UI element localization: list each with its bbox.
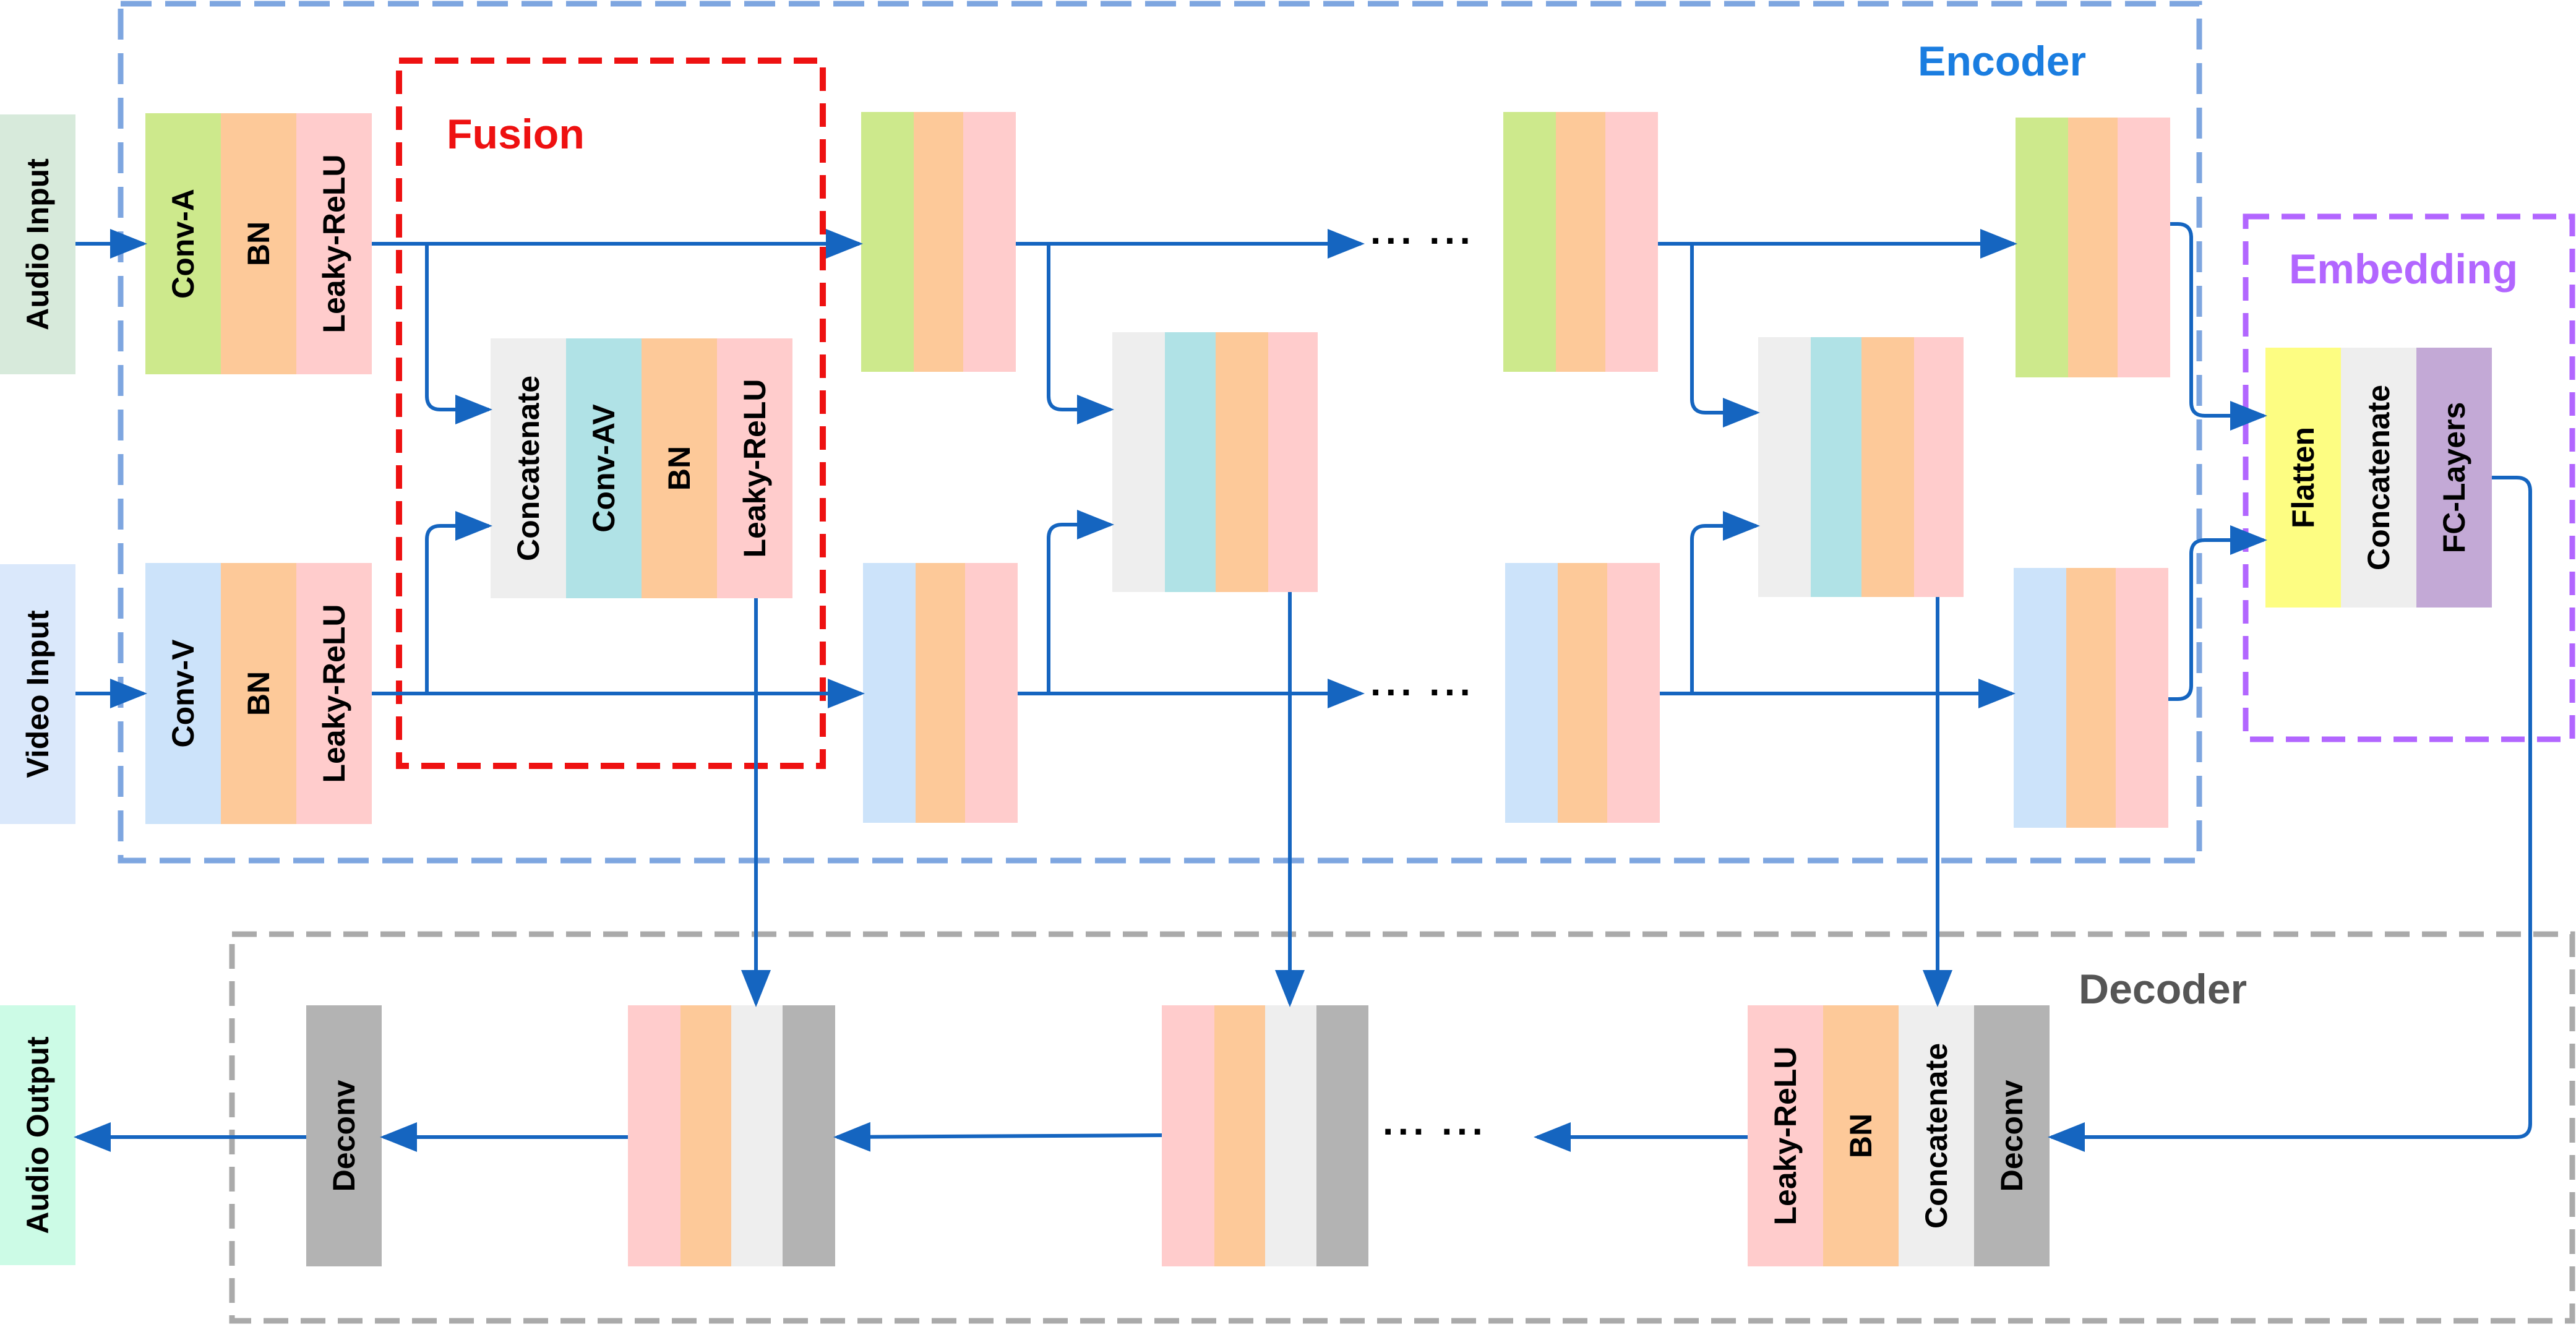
flatten-label: Flatten bbox=[2286, 427, 2321, 528]
concatenate-label: Concatenate bbox=[2361, 385, 2396, 570]
conv-v-label: Conv-V bbox=[166, 639, 200, 748]
fusion-block-1: Concatenate Conv-AV BN Leaky-ReLU bbox=[491, 338, 792, 598]
ellipsis-video-path: ··· ··· bbox=[1370, 671, 1475, 714]
concatenate-label: Concatenate bbox=[511, 376, 546, 561]
arrow-video-branch-fusion-3 bbox=[1690, 511, 1760, 694]
conv-av-label: Conv-AV bbox=[586, 404, 621, 533]
encoder-title: Encoder bbox=[1918, 38, 2086, 85]
decoder-block-1: Leaky-ReLU BN Concatenate Deconv bbox=[1748, 1005, 2050, 1266]
arrow-audio-branch-fusion-3 bbox=[1690, 244, 1760, 427]
decoder-deconv-final: Deconv bbox=[306, 1005, 382, 1266]
video-conv-block-3 bbox=[1505, 563, 1660, 823]
arrow-video-branch-fusion-1 bbox=[425, 511, 492, 694]
deconv-label: Deconv bbox=[327, 1080, 361, 1192]
audio-conv-block-4 bbox=[2016, 118, 2170, 377]
video-conv-block-1: Conv-V BN Leaky-ReLU bbox=[145, 563, 372, 824]
embedding-block: Flatten Concatenate FC-Layers bbox=[2265, 348, 2492, 608]
bn-label: BN bbox=[1844, 1114, 1878, 1158]
leaky-relu-label: Leaky-ReLU bbox=[1768, 1047, 1803, 1226]
audio-input-node: Audio Input bbox=[0, 114, 75, 374]
encoder-frame bbox=[118, 1, 2202, 864]
decoder-block-2 bbox=[1162, 1005, 1368, 1266]
bn-label: BN bbox=[662, 446, 697, 491]
audio-output-label: Audio Output bbox=[20, 1036, 55, 1234]
leaky-relu-label: Leaky-ReLU bbox=[317, 604, 351, 783]
arrow-embedding-to-decoder bbox=[2048, 476, 2532, 1152]
fusion-frame bbox=[396, 58, 826, 769]
arrow-video-branch-fusion-2 bbox=[1047, 510, 1114, 694]
audio-conv-block-3 bbox=[1503, 112, 1658, 372]
decoder-frame bbox=[229, 931, 2575, 1324]
conv-a-label: Conv-A bbox=[166, 189, 200, 299]
embedding-frame bbox=[2243, 213, 2575, 742]
embedding-title: Embedding bbox=[2289, 246, 2518, 293]
deconv-label: Deconv bbox=[1994, 1080, 2029, 1192]
leaky-relu-label: Leaky-ReLU bbox=[737, 379, 772, 558]
video-conv-block-4 bbox=[2014, 568, 2168, 828]
arrow-decoder-2-to-3 bbox=[833, 1122, 1162, 1152]
arrow-audio-to-embedding bbox=[2170, 222, 2267, 431]
ellipsis-decoder-path: ··· ··· bbox=[1383, 1110, 1487, 1153]
video-input-label: Video Input bbox=[20, 610, 55, 778]
video-input-node: Video Input bbox=[0, 564, 75, 824]
arrow-audio-branch-fusion-1 bbox=[425, 244, 492, 424]
arrow-video-to-embedding bbox=[2168, 525, 2267, 701]
audio-input-label: Audio Input bbox=[20, 158, 55, 330]
audio-output-node: Audio Output bbox=[0, 1005, 75, 1265]
video-conv-block-2 bbox=[863, 563, 1018, 823]
connections bbox=[74, 222, 2532, 1152]
bn-label: BN bbox=[241, 671, 276, 716]
concatenate-label: Concatenate bbox=[1919, 1043, 1954, 1229]
fusion-block-3 bbox=[1758, 337, 1964, 597]
leaky-relu-label: Leaky-ReLU bbox=[317, 155, 351, 333]
arrow-audio-branch-fusion-2 bbox=[1047, 244, 1114, 424]
fusion-title: Fusion bbox=[447, 111, 585, 158]
ellipsis-audio-path: ··· ··· bbox=[1370, 220, 1475, 262]
fusion-block-2 bbox=[1112, 332, 1318, 592]
audio-conv-block-2 bbox=[861, 112, 1016, 372]
decoder-block-3 bbox=[628, 1005, 835, 1266]
fc-layers-label: FC-Layers bbox=[2437, 402, 2471, 554]
decoder-title: Decoder bbox=[2079, 966, 2247, 1013]
audio-conv-block-1: Conv-A BN Leaky-ReLU bbox=[145, 113, 372, 374]
bn-label: BN bbox=[241, 221, 276, 266]
